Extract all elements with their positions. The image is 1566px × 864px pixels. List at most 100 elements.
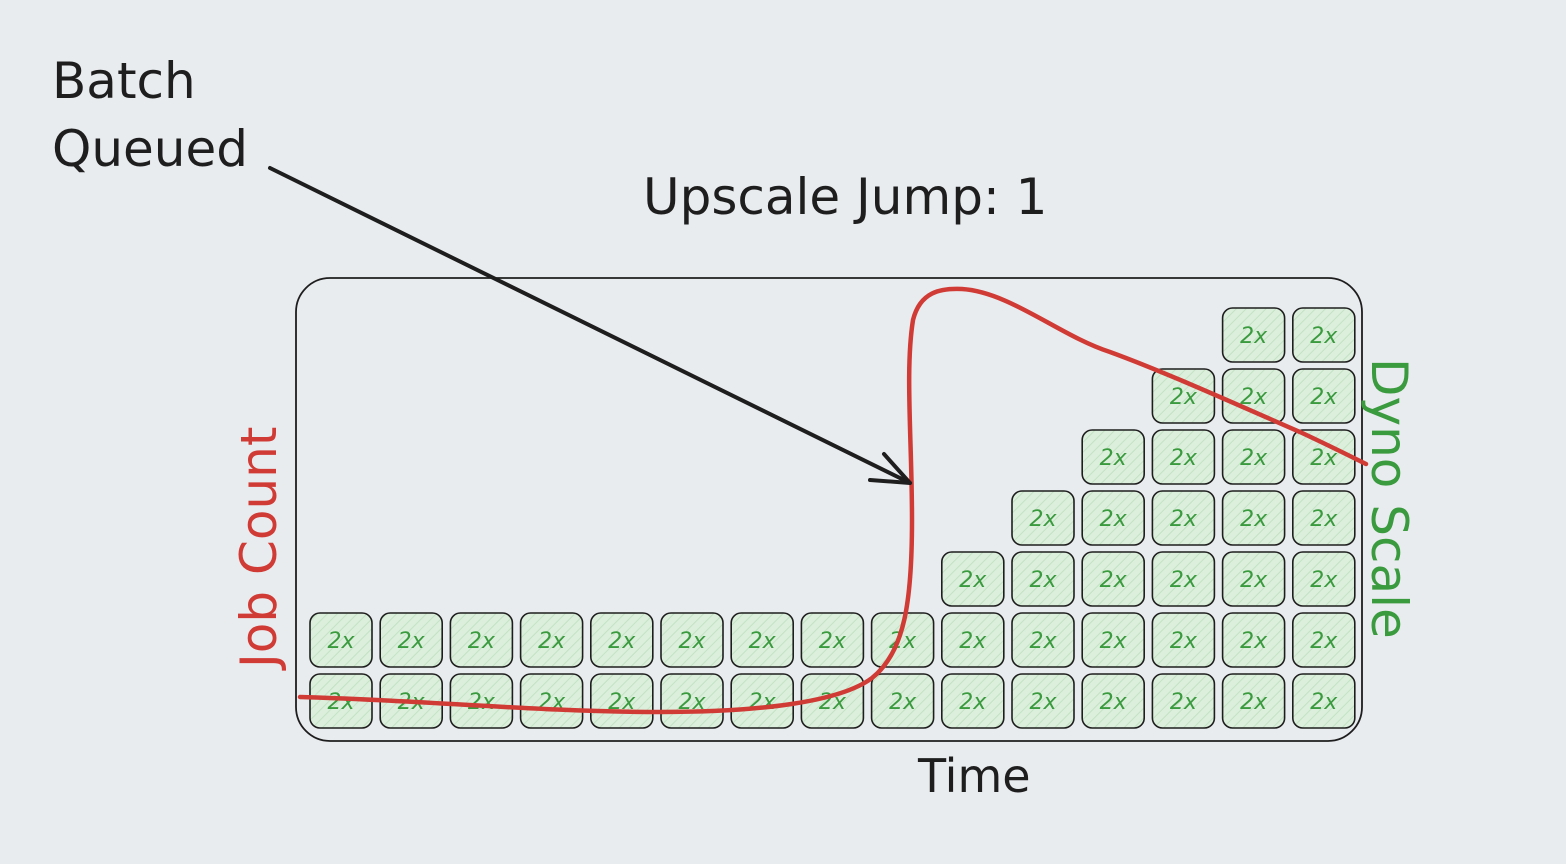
dyno-box-label: 2x <box>889 690 917 715</box>
dyno-box: 2x <box>519 612 584 668</box>
right-axis-label: Dyno Scale <box>1360 358 1418 639</box>
dyno-box-shape <box>1221 673 1286 729</box>
dyno-box: 2x <box>870 612 935 668</box>
dyno-box-label: 2x <box>1310 324 1338 349</box>
dyno-grid: 2x2x2x2x2x2x2x2x2x2x2x2x2x2x2x2x2x2x2x2x… <box>309 307 1356 729</box>
dyno-box-shape <box>1221 429 1286 485</box>
dyno-box-label: 2x <box>1310 690 1338 715</box>
dyno-box-shape <box>940 551 1005 607</box>
dyno-box: 2x <box>660 612 724 668</box>
dyno-box: 2x <box>1151 673 1216 729</box>
dyno-box-shape <box>519 612 584 668</box>
dyno-box: 2x <box>589 673 654 729</box>
dyno-box-shape <box>589 612 654 668</box>
dyno-box: 2x <box>730 612 795 668</box>
dyno-box: 2x <box>1292 307 1356 363</box>
dyno-box-shape <box>940 612 1005 668</box>
dyno-box-shape <box>660 612 724 668</box>
annotation-queued: Queued <box>52 120 248 178</box>
dyno-box-label: 2x <box>1240 629 1268 654</box>
dyno-box-label: 2x <box>1170 629 1198 654</box>
dyno-box-label: 2x <box>1240 507 1268 532</box>
dyno-box-shape <box>800 612 865 668</box>
dyno-box-label: 2x <box>749 629 777 654</box>
dyno-box: 2x <box>870 673 935 729</box>
dyno-box-shape <box>1221 551 1286 607</box>
dyno-box-label: 2x <box>1170 690 1198 715</box>
dyno-box-label: 2x <box>1310 385 1338 410</box>
dyno-box: 2x <box>449 612 514 668</box>
dyno-box: 2x <box>1151 490 1216 546</box>
dyno-box-shape <box>1221 612 1286 668</box>
dyno-box: 2x <box>1151 612 1216 668</box>
dyno-box: 2x <box>940 612 1005 668</box>
dyno-box-label: 2x <box>1100 690 1128 715</box>
dyno-box-label: 2x <box>678 629 706 654</box>
dyno-box-shape <box>309 612 373 668</box>
dyno-box: 2x <box>1151 429 1216 485</box>
dyno-box: 2x <box>1151 551 1216 607</box>
dyno-box-shape <box>1292 368 1356 424</box>
dyno-box: 2x <box>1292 429 1356 485</box>
dyno-box-shape <box>449 673 514 729</box>
chart-frame <box>295 277 1363 742</box>
dyno-box-shape <box>1011 673 1075 729</box>
dyno-box-label: 2x <box>1310 507 1338 532</box>
dyno-box: 2x <box>1081 551 1145 607</box>
dyno-box-shape <box>1151 612 1216 668</box>
dyno-box-label: 2x <box>1310 568 1338 593</box>
dyno-box: 2x <box>1011 551 1075 607</box>
dyno-box-shape <box>1292 307 1356 363</box>
dyno-box: 2x <box>1221 612 1286 668</box>
job-count-curve <box>297 286 1369 715</box>
dyno-box: 2x <box>309 612 373 668</box>
dyno-box: 2x <box>1221 368 1286 424</box>
dyno-box: 2x <box>1292 612 1356 668</box>
dyno-box: 2x <box>1081 490 1145 546</box>
dyno-box-shape <box>1081 612 1145 668</box>
dyno-box-label: 2x <box>959 629 987 654</box>
dyno-box-shape <box>870 673 935 729</box>
dyno-box-label: 2x <box>398 629 426 654</box>
dyno-box-label: 2x <box>1240 324 1268 349</box>
dyno-box: 2x <box>1221 551 1286 607</box>
arrow-head <box>868 452 912 485</box>
dyno-box-label: 2x <box>1240 568 1268 593</box>
dyno-box-label: 2x <box>327 629 355 654</box>
dyno-box-label: 2x <box>959 690 987 715</box>
dyno-box-label: 2x <box>1029 690 1057 715</box>
dyno-box: 2x <box>1221 490 1286 546</box>
dyno-box-shape <box>870 612 935 668</box>
dyno-box-label: 2x <box>959 568 987 593</box>
dyno-box-label: 2x <box>608 629 636 654</box>
dyno-box-label: 2x <box>1170 446 1198 471</box>
dyno-box: 2x <box>1081 429 1145 485</box>
dyno-box: 2x <box>589 612 654 668</box>
dyno-box-shape <box>1151 551 1216 607</box>
dyno-box-shape <box>1151 429 1216 485</box>
dyno-box-shape <box>379 612 444 668</box>
dyno-box-shape <box>1151 490 1216 546</box>
dyno-box: 2x <box>1292 368 1356 424</box>
dyno-box-shape <box>1292 551 1356 607</box>
dyno-box-label: 2x <box>1170 507 1198 532</box>
x-axis-label: Time <box>917 749 1031 803</box>
dyno-box-label: 2x <box>1029 629 1057 654</box>
dyno-box-label: 2x <box>327 690 355 715</box>
dyno-box: 2x <box>449 673 514 729</box>
dyno-box-shape <box>1011 551 1075 607</box>
dyno-box: 2x <box>1292 673 1356 729</box>
dyno-box-shape <box>1221 490 1286 546</box>
dyno-box: 2x <box>1292 551 1356 607</box>
dyno-box-shape <box>1081 673 1145 729</box>
dyno-box-shape <box>1221 307 1286 363</box>
dyno-box-shape <box>1011 490 1075 546</box>
dyno-box-shape <box>1011 612 1075 668</box>
dyno-box-shape <box>1292 612 1356 668</box>
dyno-box-shape <box>940 673 1005 729</box>
dyno-box: 2x <box>1011 673 1075 729</box>
dyno-box: 2x <box>519 673 584 729</box>
dyno-box-shape <box>1292 490 1356 546</box>
dyno-box: 2x <box>940 673 1005 729</box>
